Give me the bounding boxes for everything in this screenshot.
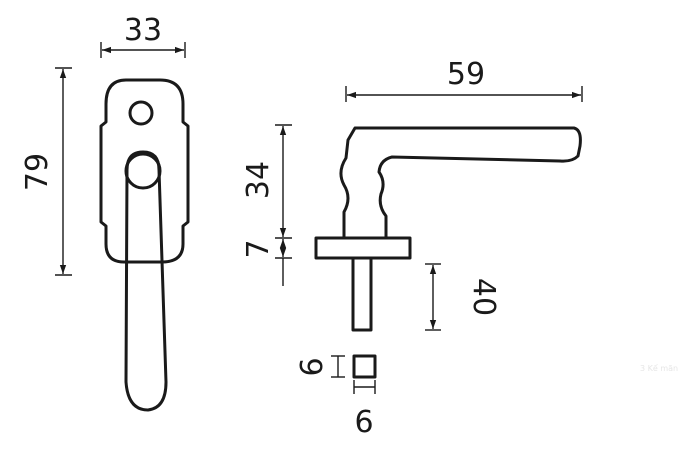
front-width-label: 33: [124, 13, 162, 48]
side-lever-arm: [339, 126, 582, 240]
front-height-label: 79: [20, 153, 55, 191]
spindle-square-section: [352, 354, 377, 379]
neck-height-label: 34: [241, 161, 276, 199]
front-view: [99, 78, 190, 412]
square-height-dimension: 6: [295, 355, 345, 378]
side-rose: [314, 236, 412, 260]
spindle-length-label: 40: [466, 278, 501, 316]
front-width-dimension: 33: [100, 13, 186, 58]
front-height-dimension: 79: [20, 67, 72, 276]
square-width-dimension: 6: [353, 380, 376, 440]
lever-length-dimension: 59: [345, 57, 583, 102]
spindle-length-dimension: 40: [425, 263, 501, 331]
rose-thickness-label: 7: [241, 239, 276, 258]
lever-length-label: 59: [447, 57, 485, 92]
front-backplate: [99, 78, 190, 264]
square-width-label: 6: [354, 405, 373, 440]
neck-height-dimension: 34: [241, 124, 292, 239]
watermark-text: 3 Kế mãn: [640, 363, 678, 373]
rose-thickness-dimension: 7: [241, 239, 292, 286]
side-view: [314, 126, 582, 379]
square-height-label: 6: [295, 357, 330, 376]
front-pivot-circle: [124, 152, 162, 190]
front-screw-hole: [128, 100, 154, 126]
front-lever: [124, 150, 168, 412]
side-spindle: [351, 256, 373, 332]
